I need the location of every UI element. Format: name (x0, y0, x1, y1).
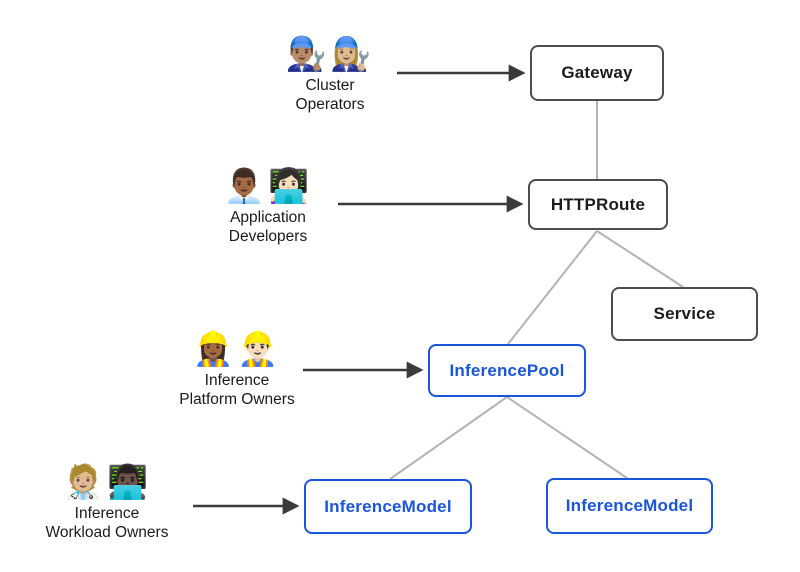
connector-httproute-inferencepool (507, 230, 598, 345)
node-service: Service (611, 287, 758, 341)
office-technologist-emoji: 👨🏾‍💼👩🏻‍💻 (223, 167, 313, 204)
actor-label: Cluster (305, 77, 355, 94)
actor-label: Inference (74, 505, 140, 522)
actor-label: Operators (295, 96, 365, 113)
mechanics-emoji: 👨🏽‍🔧👩🏼‍🔧 (285, 35, 375, 72)
health-technologist-emoji: 🧑🏼‍⚕️👨🏿‍💻 (62, 463, 152, 500)
node-inferencemodel-right: InferenceModel (546, 478, 713, 534)
node-inferencepool: InferencePool (428, 344, 586, 397)
actor-label: Platform Owners (179, 391, 295, 408)
actor-label: Workload Owners (45, 524, 169, 541)
actor-label: Inference (204, 372, 270, 389)
node-inferencemodel-left: InferenceModel (304, 479, 472, 534)
actor-application-developers: 👨🏾‍💼👩🏻‍💻 Application Developers (178, 164, 358, 246)
node-httproute: HTTPRoute (528, 179, 668, 230)
actor-label: Developers (228, 228, 308, 245)
actor-cluster-operators: 👨🏽‍🔧👩🏼‍🔧 Cluster Operators (240, 32, 420, 114)
connector-httproute-service (596, 230, 684, 288)
construction-workers-emoji: 👷🏾‍♀️👷🏻‍♂️ (192, 330, 282, 367)
actor-inference-platform-owners: 👷🏾‍♀️👷🏻‍♂️ Inference Platform Owners (147, 327, 327, 409)
connector-inferencepool-inferencemodel-2 (506, 396, 628, 479)
connector-inferencepool-inferencemodel-1 (389, 396, 508, 480)
actor-label: Application (230, 209, 306, 226)
node-gateway: Gateway (530, 45, 664, 101)
actor-inference-workload-owners: 🧑🏼‍⚕️👨🏿‍💻 Inference Workload Owners (17, 460, 197, 542)
